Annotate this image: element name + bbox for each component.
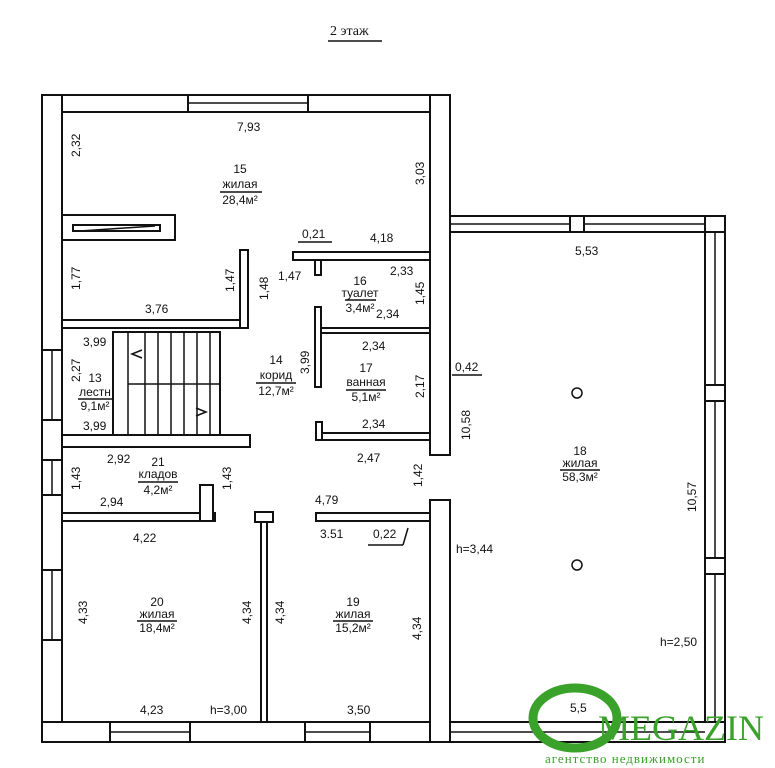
- svg-text:3,76: 3,76: [145, 302, 169, 316]
- vertical-dimension-labels: 2,32 3,03 1,77 1,47 1,48 1,45 2,27 3,99 …: [69, 133, 699, 640]
- room-15: 15 жилая 28,4м²: [220, 162, 262, 207]
- interior-walls: [61, 249, 431, 723]
- svg-text:15,2м²: 15,2м²: [335, 621, 371, 635]
- svg-text:2,92: 2,92: [107, 452, 131, 466]
- svg-text:1,77: 1,77: [69, 266, 83, 290]
- svg-text:2,34: 2,34: [362, 339, 386, 353]
- svg-text:1,43: 1,43: [220, 466, 234, 490]
- svg-text:20: 20: [150, 595, 164, 609]
- svg-text:жилая: жилая: [140, 607, 175, 621]
- svg-text:1,45: 1,45: [413, 281, 427, 305]
- svg-text:1,47: 1,47: [223, 268, 237, 292]
- svg-text:жилая: жилая: [223, 177, 258, 191]
- svg-text:3.51: 3.51: [320, 527, 344, 541]
- svg-text:10,57: 10,57: [685, 482, 699, 512]
- svg-text:2,33: 2,33: [390, 264, 414, 278]
- svg-text:4,33: 4,33: [76, 600, 90, 624]
- svg-text:туалет: туалет: [342, 286, 379, 300]
- svg-text:0,22: 0,22: [373, 527, 397, 541]
- room-21: 21 кладов 4,2м²: [138, 455, 178, 497]
- svg-text:ванная: ванная: [346, 375, 385, 389]
- svg-text:13: 13: [88, 371, 102, 385]
- svg-text:1,47: 1,47: [278, 269, 302, 283]
- svg-text:15: 15: [233, 162, 247, 176]
- svg-text:3,4м²: 3,4м²: [346, 301, 375, 315]
- column-marker: [571, 559, 583, 571]
- svg-text:18: 18: [573, 444, 587, 458]
- svg-text:3,03: 3,03: [413, 161, 427, 185]
- svg-text:1,42: 1,42: [411, 463, 425, 487]
- svg-text:4,18: 4,18: [370, 231, 394, 245]
- room-20: 20 жилая 18,4м²: [137, 595, 177, 635]
- svg-text:2,34: 2,34: [376, 307, 400, 321]
- svg-text:0,42: 0,42: [455, 360, 479, 374]
- svg-text:5,53: 5,53: [575, 244, 599, 258]
- svg-text:кладов: кладов: [138, 467, 177, 481]
- svg-text:9,1м²: 9,1м²: [81, 399, 110, 413]
- dimension-labels: 7,93 0,21 4,18 1,47 2,33 2,34 3,76 3,99 …: [83, 120, 697, 717]
- svg-text:5,1м²: 5,1м²: [352, 390, 381, 404]
- svg-text:2,47: 2,47: [357, 451, 381, 465]
- svg-text:21: 21: [151, 455, 165, 469]
- svg-text:12,7м²: 12,7м²: [258, 384, 294, 398]
- windows: [41, 94, 726, 743]
- svg-text:10,58: 10,58: [459, 410, 473, 440]
- svg-text:3,99: 3,99: [298, 350, 312, 374]
- logo-tagline: агентство недвижимости: [545, 751, 705, 766]
- column-marker: [571, 387, 583, 399]
- svg-text:5,5: 5,5: [570, 701, 587, 715]
- svg-text:19: 19: [346, 595, 360, 609]
- svg-text:1,43: 1,43: [69, 466, 83, 490]
- svg-text:2,32: 2,32: [69, 133, 83, 157]
- room-19: 19 жилая 15,2м²: [333, 595, 373, 635]
- svg-text:4,34: 4,34: [410, 616, 424, 640]
- ceiling-height-label: h=3,44: [456, 542, 493, 556]
- svg-text:18,4м²: 18,4м²: [139, 621, 175, 635]
- svg-text:16: 16: [353, 274, 367, 288]
- ceiling-height-label: h=3,00: [210, 703, 247, 717]
- room-17: 17 ванная 5,1м²: [346, 361, 386, 404]
- svg-text:2,17: 2,17: [413, 374, 427, 398]
- svg-text:4,34: 4,34: [240, 600, 254, 624]
- room-13: 13 лестн 9,1м²: [78, 371, 112, 413]
- svg-text:жилая: жилая: [563, 456, 598, 470]
- svg-text:4,79: 4,79: [315, 493, 339, 507]
- wardrobe: [61, 214, 176, 241]
- svg-text:58,3м²: 58,3м²: [562, 470, 598, 484]
- svg-text:4,22: 4,22: [133, 531, 157, 545]
- svg-text:жилая: жилая: [336, 607, 371, 621]
- svg-text:3,99: 3,99: [83, 419, 107, 433]
- svg-text:2,27: 2,27: [69, 358, 83, 382]
- staircase: [112, 331, 221, 436]
- svg-text:28,4м²: 28,4м²: [222, 193, 258, 207]
- floor-title: 2 этаж: [330, 24, 369, 39]
- ceiling-height-label: h=2,50: [660, 635, 697, 649]
- svg-text:4,34: 4,34: [273, 600, 287, 624]
- room-14: 14 корид 12,7м²: [256, 353, 296, 398]
- omegazin-logo: MEGAZIN агентство недвижимости: [528, 683, 764, 766]
- svg-text:2,34: 2,34: [362, 417, 386, 431]
- room-18: 18 жилая 58,3м²: [560, 444, 600, 484]
- logo-brand: MEGAZIN: [598, 708, 764, 748]
- svg-text:2,94: 2,94: [100, 495, 124, 509]
- svg-text:0,21: 0,21: [302, 227, 326, 241]
- svg-text:3,99: 3,99: [83, 335, 107, 349]
- room-16: 16 туалет 3,4м²: [342, 274, 379, 315]
- svg-text:3,50: 3,50: [347, 703, 371, 717]
- svg-text:7,93: 7,93: [237, 120, 261, 134]
- svg-text:корид: корид: [260, 368, 292, 382]
- svg-text:17: 17: [359, 361, 373, 375]
- svg-text:лестн: лестн: [79, 385, 111, 399]
- svg-text:1,48: 1,48: [257, 276, 271, 300]
- svg-text:4,23: 4,23: [140, 703, 164, 717]
- svg-text:4,2м²: 4,2м²: [144, 483, 173, 497]
- svg-text:14: 14: [269, 353, 283, 367]
